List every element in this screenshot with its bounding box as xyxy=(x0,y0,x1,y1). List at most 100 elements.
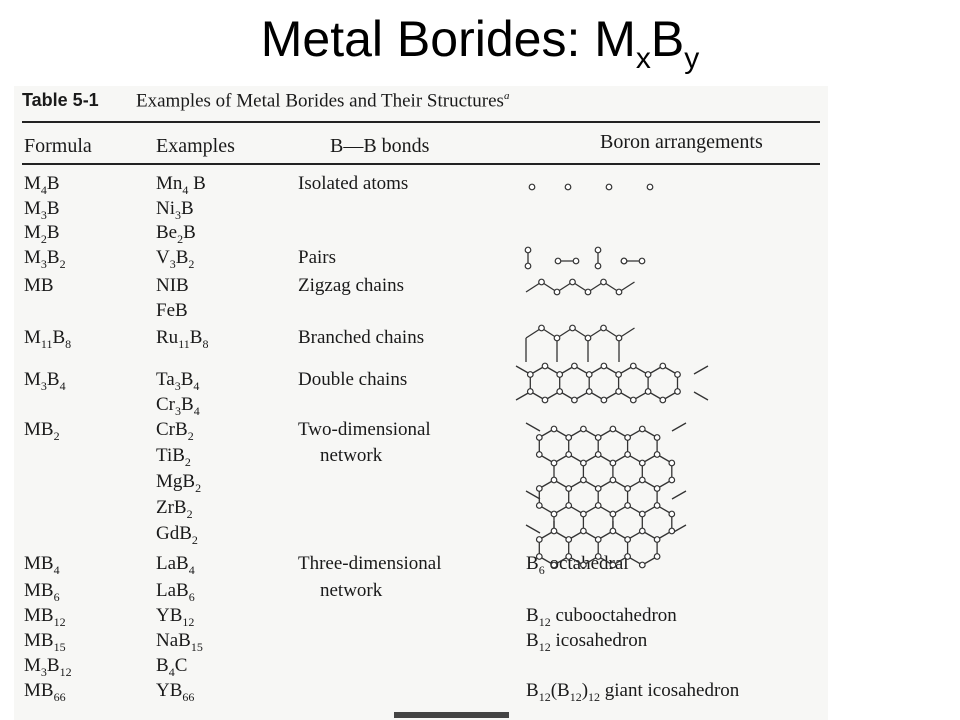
bond-type-cell: network xyxy=(320,580,383,601)
example-cell: GdB2 xyxy=(156,523,198,547)
network-atom xyxy=(668,527,676,535)
example-cell: NIB xyxy=(156,275,189,296)
bond-type-cell: Isolated atoms xyxy=(298,173,409,194)
zigzag-atom xyxy=(615,288,623,296)
zigzag-atom xyxy=(584,288,592,296)
network-atom xyxy=(668,510,676,518)
network-atom xyxy=(580,425,587,433)
network-atom xyxy=(580,561,587,569)
double-chain-bond xyxy=(693,391,709,401)
network-atom xyxy=(668,459,676,467)
scanned-table: Table 5-1 Examples of Metal Borides and … xyxy=(14,86,828,720)
network-atom xyxy=(565,502,573,509)
example-cell: Be2B xyxy=(156,222,196,246)
network-atom xyxy=(624,485,631,492)
network-bond xyxy=(525,422,541,432)
formula-cell: M3B xyxy=(24,198,60,222)
bond-type-cell: Three-dimensional xyxy=(298,553,442,574)
network-atom xyxy=(594,434,602,441)
zigzag-atom xyxy=(553,288,561,296)
double-chain-bond xyxy=(693,365,709,375)
bond-type-cell: Two-dimensional xyxy=(298,419,431,440)
arrangement-text-cell: B12(B12)12 giant icosahedron xyxy=(526,680,740,704)
network-atom xyxy=(594,451,602,458)
network-atom xyxy=(638,561,646,569)
double-chain-atom xyxy=(585,371,593,378)
double-chain-atom xyxy=(526,371,534,378)
network-atom xyxy=(565,553,573,560)
isolated-atom xyxy=(605,183,613,191)
header-rule xyxy=(22,163,820,165)
header-examples: Examples xyxy=(156,135,235,157)
network-atom xyxy=(624,536,631,543)
network-atom xyxy=(609,459,617,467)
network-atom xyxy=(668,476,676,484)
bond-type-cell: Double chains xyxy=(298,369,408,390)
network-atom xyxy=(565,451,573,458)
pair-atom xyxy=(620,257,628,265)
branched-atom xyxy=(615,334,623,342)
branched-atom xyxy=(553,334,561,342)
network-atom xyxy=(609,527,617,535)
branched-atom xyxy=(600,324,607,332)
network-atom xyxy=(580,510,587,518)
double-chain-atom xyxy=(644,371,652,378)
network-atom xyxy=(580,527,587,535)
example-cell: Ta3B4 xyxy=(156,369,200,393)
network-atom xyxy=(550,510,558,518)
network-atom xyxy=(653,451,661,458)
network-atom xyxy=(594,485,602,492)
pair-atom xyxy=(572,257,580,265)
double-chain-atom xyxy=(674,371,681,378)
double-chain-atom xyxy=(659,396,667,404)
network-atom xyxy=(653,434,661,441)
double-chain-atom xyxy=(585,388,593,395)
table-label: Table 5-1 xyxy=(22,90,99,110)
network-atom xyxy=(565,536,573,543)
network-atom xyxy=(653,485,661,492)
double-chain-atom xyxy=(556,388,564,395)
network-atom xyxy=(609,510,617,518)
isolated-atom xyxy=(564,183,572,191)
header-bb-bonds: B—B bonds xyxy=(330,135,430,157)
network-atom xyxy=(638,510,646,518)
double-chain-atom xyxy=(556,371,564,378)
network-atom xyxy=(624,553,631,560)
double-chain-atom xyxy=(659,362,667,370)
network-bond xyxy=(525,524,541,534)
network-atom xyxy=(638,459,646,467)
example-cell: ZrB2 xyxy=(156,497,193,521)
network-atom xyxy=(550,527,558,535)
zigzag-atom xyxy=(600,278,607,286)
network-atom xyxy=(624,502,631,509)
double-chain-atom xyxy=(644,388,652,395)
example-cell: YB12 xyxy=(156,605,195,629)
example-cell: LaB4 xyxy=(156,553,195,577)
pair-atom xyxy=(554,257,562,265)
network-atom xyxy=(609,476,617,484)
header-boron-arrangements: Boron arrangements xyxy=(600,131,763,153)
network-atom xyxy=(638,476,646,484)
example-cell: TiB2 xyxy=(156,445,191,469)
formula-cell: MB xyxy=(24,275,54,296)
network-atom xyxy=(550,459,558,467)
formula-cell: MB12 xyxy=(24,605,66,629)
network-atom xyxy=(535,485,543,492)
branched-atom xyxy=(569,324,576,332)
network-atom xyxy=(653,536,661,543)
pair-atom xyxy=(638,257,646,265)
network-atom xyxy=(624,434,631,441)
bond-type-cell: Zigzag chains xyxy=(298,275,405,296)
formula-cell: M3B12 xyxy=(24,655,72,679)
network-atom xyxy=(638,527,646,535)
network-atom xyxy=(594,502,602,509)
zigzag-atom xyxy=(538,278,545,286)
branched-atom xyxy=(584,334,592,342)
network-atom xyxy=(550,476,558,484)
network-atom xyxy=(550,425,558,433)
network-atom xyxy=(550,561,558,569)
example-cell: V3B2 xyxy=(156,247,195,271)
formula-cell: MB4 xyxy=(24,553,60,577)
pair-atom xyxy=(594,246,602,254)
network-atom xyxy=(535,553,543,560)
